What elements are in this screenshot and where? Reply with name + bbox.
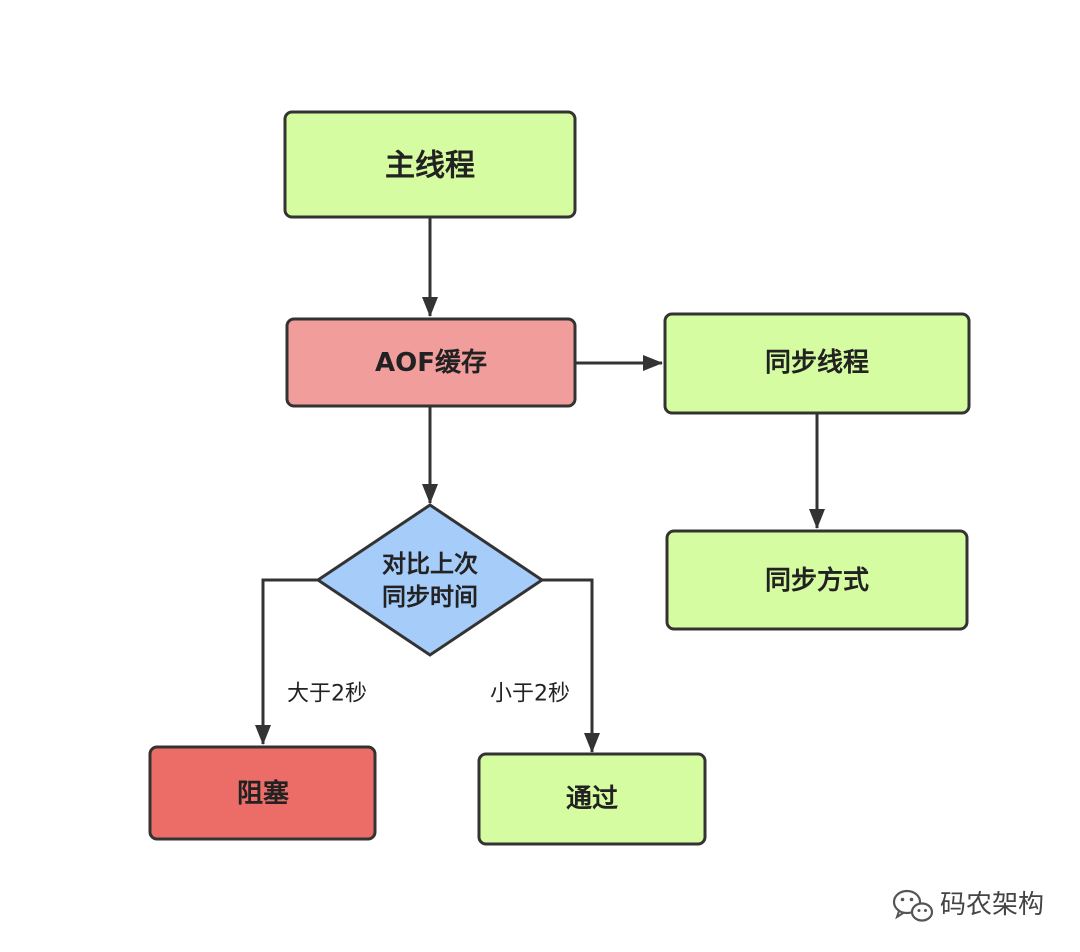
node-compare-label-line2: 同步时间 xyxy=(382,583,478,611)
edge-label-greater: 大于2秒 xyxy=(287,682,367,707)
node-block: 阻塞 xyxy=(148,745,377,841)
node-compare-diamond xyxy=(315,503,545,657)
node-pass-box xyxy=(477,752,707,846)
edge-compare-to-pass xyxy=(542,578,600,753)
node-compare-label-line1: 对比上次 xyxy=(382,550,478,578)
node-aof-cache-label: AOF缓存 xyxy=(375,347,487,378)
node-compare-decision: 对比上次 同步时间 xyxy=(315,503,545,657)
node-sync-thread: 同步线程 xyxy=(663,312,971,415)
edge-compare-to-block xyxy=(255,578,318,745)
node-aof-cache-box xyxy=(285,317,577,408)
node-sync-method-label: 同步方式 xyxy=(765,565,869,596)
node-main-thread: 主线程 xyxy=(283,110,577,219)
node-main-thread-box xyxy=(283,110,577,219)
edge-label-less: 小于2秒 xyxy=(490,682,570,707)
node-pass: 通过 xyxy=(477,752,707,846)
node-aof-cache: AOF缓存 xyxy=(285,317,577,408)
node-block-box xyxy=(148,745,377,841)
watermark-text: 码农架构 xyxy=(940,890,1044,920)
wechat-icon xyxy=(892,889,934,922)
node-sync-method-box xyxy=(665,529,969,631)
node-main-thread-label: 主线程 xyxy=(385,149,475,184)
watermark: 码农架构 xyxy=(892,889,1044,922)
node-sync-method: 同步方式 xyxy=(665,529,969,631)
node-sync-thread-label: 同步线程 xyxy=(765,347,869,378)
node-block-label: 阻塞 xyxy=(237,778,289,809)
node-pass-label: 通过 xyxy=(566,784,618,814)
node-sync-thread-box xyxy=(663,312,971,415)
